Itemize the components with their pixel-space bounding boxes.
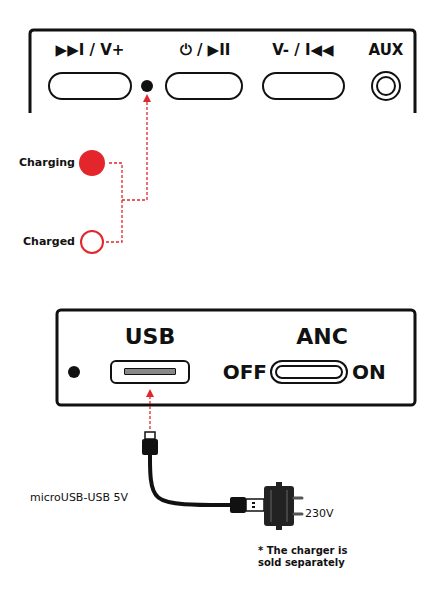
leader-arrow — [143, 94, 151, 102]
usb-a-hole — [252, 502, 255, 504]
cable-label: microUSB-USB 5V — [30, 492, 128, 505]
usb-a-hole — [252, 506, 255, 508]
led-leader — [106, 97, 147, 242]
part-label: ▶▶I / V+ — [56, 42, 125, 59]
plug-prong — [294, 513, 302, 516]
outline — [80, 230, 104, 254]
aux-jack: AUX — [366, 36, 406, 106]
micro-usb-body — [142, 439, 158, 455]
cable — [150, 455, 231, 505]
charger-tab — [276, 526, 282, 530]
outline — [48, 72, 132, 100]
cable-label: 230V — [305, 508, 334, 521]
bottom-panel — [57, 310, 415, 405]
part-label: AUX — [369, 42, 404, 59]
part-label: Charging — [19, 157, 75, 169]
charging-indicator: Charging — [24, 148, 107, 178]
outline — [165, 72, 243, 100]
outline — [262, 72, 345, 100]
charger-rib — [271, 490, 272, 522]
part-label: ANC — [296, 325, 348, 349]
charger-rib — [287, 490, 288, 522]
part-label: OFF — [223, 361, 267, 383]
mic-dot — [68, 366, 80, 378]
part-label: V- / I◀◀ — [272, 42, 333, 59]
cable-wire — [150, 455, 231, 505]
button-next-volup: ▶▶I / V+ — [44, 36, 138, 102]
usb-a-tip — [246, 499, 264, 511]
part-label: USB — [125, 325, 175, 349]
charged-indicator: Charged — [24, 228, 106, 256]
usb-port: USB — [106, 322, 194, 386]
outline — [376, 76, 396, 96]
plug-prong — [294, 497, 302, 500]
led-dot — [141, 80, 153, 92]
usb-leader — [149, 396, 150, 430]
button-power-play: ⏻ / ▶II — [161, 36, 247, 102]
outline — [79, 150, 105, 176]
charger-tab — [276, 482, 282, 486]
part-label: ⏻ / ▶II — [180, 42, 231, 59]
micro-usb-tip — [145, 432, 155, 439]
charger-body — [264, 486, 294, 526]
button-voldown-prev: V- / I◀◀ — [258, 36, 349, 102]
anc-switch: ANC OFF ON — [203, 322, 399, 386]
note: * The charger is sold separately — [258, 545, 358, 568]
outline — [270, 360, 348, 384]
part-label: Charged — [23, 236, 75, 248]
part-label: ON — [352, 361, 386, 383]
outline — [124, 368, 176, 375]
leader-arrow — [146, 389, 154, 397]
top-panel — [30, 30, 415, 113]
outline — [275, 365, 343, 379]
usb-a-body — [230, 497, 246, 513]
